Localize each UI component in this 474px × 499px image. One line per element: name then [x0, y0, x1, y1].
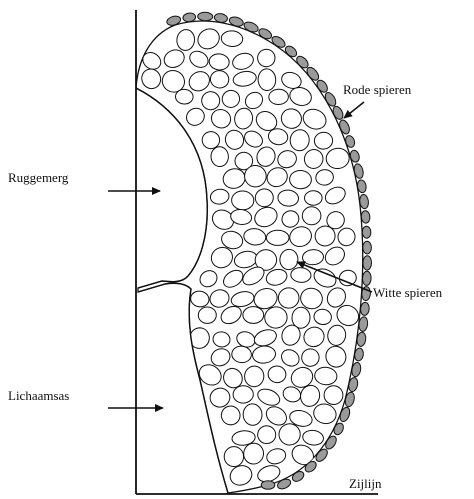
white-muscle-cell: [302, 206, 321, 225]
white-muscle-cell: [175, 89, 193, 105]
red-muscle-cell: [363, 256, 372, 271]
red-muscle-cell: [261, 481, 275, 490]
zijlijn-label: Zijlijn: [349, 476, 382, 491]
red-muscle-cell: [198, 12, 213, 21]
red-muscle-cell: [360, 302, 370, 316]
white-muscle-cell: [224, 446, 244, 467]
witte-spieren-label: Witte spieren: [373, 285, 443, 300]
white-muscle-cell: [243, 306, 264, 323]
rode-spieren-arrow: [344, 102, 364, 118]
white-muscle-cell: [304, 191, 322, 206]
red-muscle-cell: [362, 226, 371, 238]
white-muscle-cell: [289, 170, 311, 189]
ruggemerg-label: Ruggemerg: [8, 170, 69, 185]
red-muscle-cell: [361, 210, 371, 223]
white-muscle-cell: [269, 89, 289, 105]
white-muscle-cell: [233, 385, 254, 403]
red-muscle-cell: [363, 241, 372, 254]
white-muscle-cell: [202, 131, 220, 149]
white-muscle-cell: [324, 385, 344, 405]
lichaamsas-label: Lichaamsas: [8, 388, 69, 403]
white-muscle-cell: [266, 230, 289, 245]
white-muscle-cell: [198, 307, 216, 324]
rode-spieren-label: Rode spieren: [343, 82, 412, 97]
white-muscle-cell: [210, 146, 228, 167]
red-muscle-cell: [362, 271, 371, 285]
